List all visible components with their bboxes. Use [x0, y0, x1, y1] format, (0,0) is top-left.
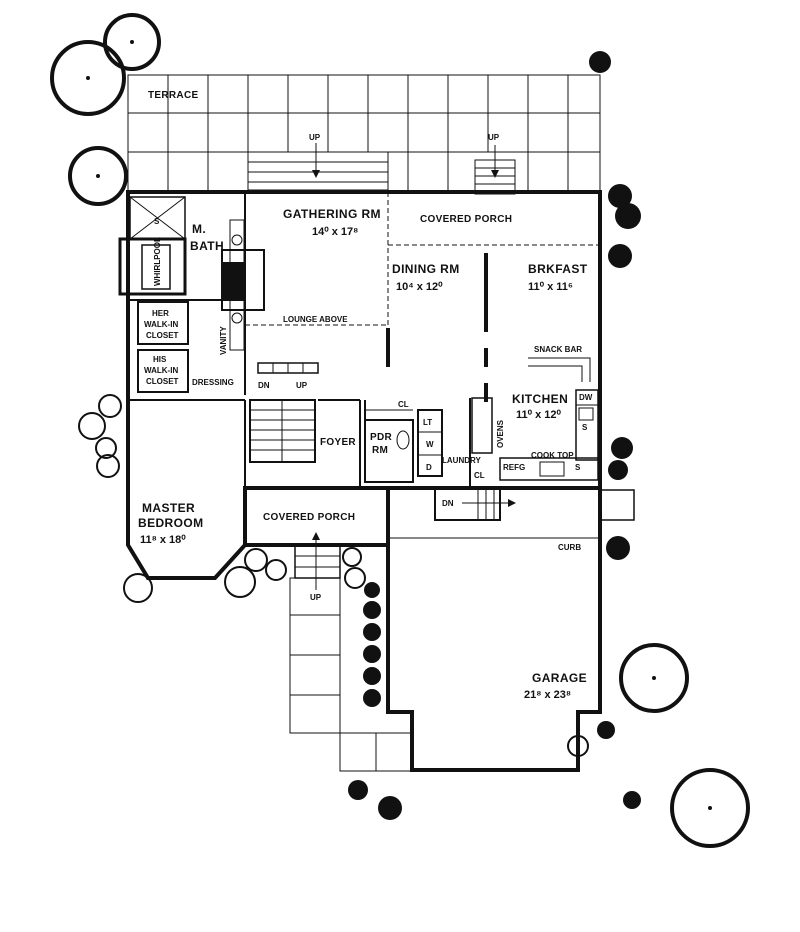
- closets: HER WALK-IN CLOSET HIS WALK-IN CLOSET DR…: [128, 301, 245, 401]
- powder-room-label-1: PDR: [370, 432, 392, 443]
- terrace-steps-left: [247, 151, 389, 191]
- cook-top-label: COOK TOP: [531, 451, 574, 460]
- washer-label: W: [426, 440, 434, 449]
- breakfast-room: BRKFAST 11⁰ x 11⁶ SNACK BAR: [528, 262, 591, 382]
- his-closet-label-2: WALK-IN: [144, 366, 178, 375]
- covered-porch-bottom-label: COVERED PORCH: [263, 512, 355, 523]
- powder-room: PDR RM CL: [364, 400, 414, 483]
- shower-label: S: [154, 217, 160, 226]
- laundry-tub-label: LT: [423, 418, 432, 427]
- gathering-room-dim: 14⁰ x 17⁸: [312, 226, 358, 238]
- foyer: FOYER: [318, 399, 361, 488]
- his-closet-label-1: HIS: [153, 355, 167, 364]
- lounge-above-label: LOUNGE ABOVE: [283, 315, 348, 324]
- dressing-label: DRESSING: [192, 378, 234, 387]
- vanity-label: VANITY: [219, 326, 228, 355]
- garage-dim: 21⁸ x 23⁸: [524, 689, 571, 701]
- landscape-trees: [50, 13, 750, 848]
- her-closet-label-3: CLOSET: [146, 331, 179, 340]
- terrace-up-label-1: UP: [309, 133, 321, 142]
- dining-room: DINING RM 10⁴ x 12⁰: [392, 253, 488, 402]
- kitchen-sink2-label: S: [575, 463, 581, 472]
- covered-porch-bottom: COVERED PORCH UP: [263, 512, 355, 602]
- terrace-up-label-2: UP: [488, 133, 500, 142]
- master-bath-label-2: BATH: [190, 239, 224, 253]
- curb-label: CURB: [558, 543, 581, 552]
- covered-porch-top: COVERED PORCH: [388, 214, 600, 246]
- breakfast-dim: 11⁰ x 11⁶: [528, 281, 573, 293]
- gathering-room-label: GATHERING RM: [283, 207, 381, 221]
- master-bath: S WHIRLPOOL M. BATH VANITY: [118, 196, 245, 355]
- kitchen-dim: 11⁰ x 12⁰: [516, 409, 562, 421]
- landscape-shrubs: [348, 51, 641, 820]
- laundry: LT W D LAUNDRY CL: [417, 398, 485, 488]
- her-closet-label-2: WALK-IN: [144, 320, 178, 329]
- dining-room-label: DINING RM: [392, 262, 460, 276]
- powder-room-label-2: RM: [372, 445, 388, 456]
- kitchen: KITCHEN 11⁰ x 12⁰ DW S OVENS REFG COOK T…: [471, 389, 599, 481]
- laundry-label: LAUNDRY: [442, 456, 481, 465]
- closet-label-2: CL: [474, 471, 485, 480]
- dishwasher-label: DW: [579, 393, 593, 402]
- whirlpool-label: WHIRLPOOL: [153, 237, 162, 286]
- kitchen-label: KITCHEN: [512, 392, 568, 406]
- her-closet-label-1: HER: [152, 309, 169, 318]
- exterior-walls: [126, 190, 602, 772]
- hall-dn-label: DN: [258, 381, 270, 390]
- refrigerator-label: REFG: [503, 463, 525, 472]
- master-bath-label-1: M.: [192, 222, 206, 236]
- master-bedroom-dim: 11⁸ x 18⁰: [140, 534, 186, 546]
- garage-label: GARAGE: [532, 671, 587, 685]
- dining-room-dim: 10⁴ x 12⁰: [396, 281, 443, 293]
- terrace-label: TERRACE: [148, 90, 198, 101]
- covered-porch-top-label: COVERED PORCH: [420, 214, 512, 225]
- snack-bar-label: SNACK BAR: [534, 345, 582, 354]
- terrace: TERRACE UP UP: [127, 74, 601, 195]
- front-walk: [289, 577, 413, 772]
- dryer-label: D: [426, 463, 432, 472]
- entry-up-label: UP: [310, 593, 322, 602]
- ovens-label: OVENS: [496, 419, 505, 448]
- breakfast-label: BRKFAST: [528, 262, 588, 276]
- master-bedroom-label-2: BEDROOM: [138, 516, 203, 530]
- garage-stairs: DN: [434, 487, 516, 521]
- master-bedroom-label-1: MASTER: [142, 501, 195, 515]
- hall-up-label: UP: [296, 381, 308, 390]
- master-bedroom: MASTER BEDROOM 11⁸ x 18⁰: [138, 501, 203, 546]
- his-closet-label-3: CLOSET: [146, 377, 179, 386]
- garage-dn-label: DN: [442, 499, 454, 508]
- garage: CURB GARAGE 21⁸ x 23⁸: [388, 489, 635, 701]
- closet-label-1: CL: [398, 400, 409, 409]
- kitchen-sink-label: S: [582, 423, 588, 432]
- gathering-room: GATHERING RM 14⁰ x 17⁸ LOUNGE ABOVE: [221, 192, 390, 395]
- foyer-label: FOYER: [320, 437, 356, 448]
- hall-stairs: DN UP: [244, 362, 319, 488]
